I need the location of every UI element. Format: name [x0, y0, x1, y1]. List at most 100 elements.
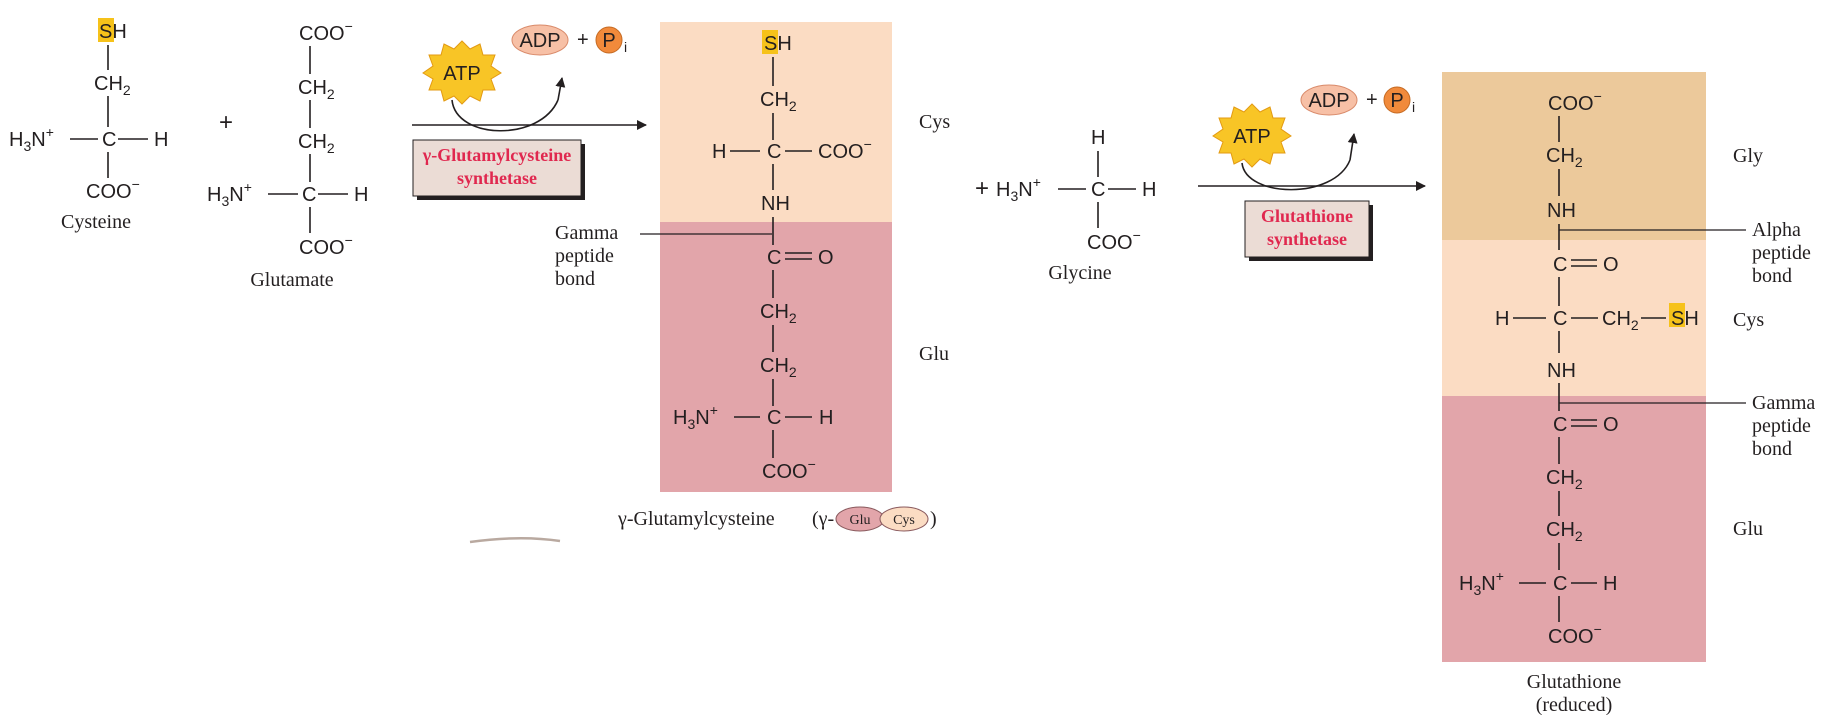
gamma-bond-label-line1: Gamma: [1752, 392, 1815, 414]
alpha-bond-label-line1: Alpha: [1752, 219, 1801, 241]
atom-nh: NH: [1547, 200, 1576, 222]
gamma-bond-label-line3: bond: [555, 268, 595, 290]
atom-ch2: CH: [94, 73, 123, 95]
atom-ch2: CH: [1546, 519, 1575, 541]
charge: +: [46, 124, 54, 140]
sulfur-highlight: [762, 30, 778, 54]
atom-c: C: [1553, 573, 1567, 595]
cysteine-label: Cysteine: [61, 211, 131, 233]
atom-h: H: [1603, 573, 1617, 595]
alpha-bond-label-line3: bond: [1752, 265, 1792, 287]
subscript: 3: [23, 138, 31, 154]
atom-coo: COO: [818, 141, 864, 163]
subscript: 3: [1473, 582, 1481, 598]
charge: +: [1033, 174, 1041, 190]
atom-ch2: CH: [298, 77, 327, 99]
smudge-mark: [469, 537, 561, 544]
atom-ch2: CH: [760, 301, 789, 323]
atom-c: C: [1553, 254, 1567, 276]
svg-text:CH2: CH2: [1602, 308, 1639, 333]
enzyme-box-1: [412, 139, 582, 197]
charge: −: [1133, 227, 1141, 243]
atom-o: O: [818, 247, 834, 269]
atom-h: H: [112, 21, 126, 43]
atom-h: H: [1142, 179, 1156, 201]
enzyme-2-name-line2: synthetase: [1267, 229, 1347, 249]
charge: −: [345, 232, 353, 248]
gamma-bond-label-line2: peptide: [1752, 415, 1811, 437]
atom-c: C: [102, 129, 116, 151]
region-label-cys: Cys: [919, 111, 950, 133]
atom-c: C: [767, 407, 781, 429]
svg-text:COO−: COO−: [86, 176, 140, 203]
plus-sign: +: [1366, 89, 1378, 111]
atp-label: ATP: [443, 63, 480, 85]
region-label-glu: Glu: [1733, 518, 1763, 540]
cysteine-molecule: SH CH2 H3N+ C H COO− Cysteine: [9, 18, 168, 233]
svg-text:CH2: CH2: [760, 301, 797, 326]
svg-text:CH2: CH2: [760, 89, 797, 114]
glycine-molecule: H H3N+ C H COO− Glycine: [996, 127, 1156, 284]
svg-text:CH2: CH2: [298, 77, 335, 102]
gamma-prefix: (γ-: [812, 508, 834, 530]
svg-text:H3N+: H3N+: [207, 179, 252, 209]
svg-text:COO−: COO−: [299, 18, 353, 45]
gamma-glutamylcysteine-molecule: SH CH2 H C COO− NH C O CH2 CH2 H3N+ C H …: [555, 22, 950, 532]
subscript: 2: [123, 82, 131, 98]
glutamate-molecule: COO− CH2 CH2 H3N+ C H COO− Glutamate: [207, 18, 368, 291]
pi-subscript: i: [624, 39, 627, 55]
gamma-bond-label-line2: peptide: [555, 245, 614, 267]
atom-coo: COO: [299, 23, 345, 45]
pi-label: P: [1390, 90, 1403, 112]
atom-h3n: H: [1459, 573, 1473, 595]
atp-burst: [422, 40, 502, 105]
atom-h: H: [819, 407, 833, 429]
subscript: 2: [789, 98, 797, 114]
atom-c: C: [1553, 414, 1567, 436]
subscript: 3: [221, 193, 229, 209]
atom-ch2: CH: [298, 131, 327, 153]
atom-s: S: [99, 21, 112, 43]
svg-text:COO−: COO−: [1548, 621, 1602, 648]
close-paren: ): [930, 508, 937, 530]
reaction-1: ATP ADP + P i γ-Glutamylcysteine synthet…: [412, 24, 647, 200]
cys-pill: [879, 506, 929, 532]
atom-nh: NH: [1547, 360, 1576, 382]
plus-sign: +: [577, 29, 589, 51]
subscript: 2: [327, 86, 335, 102]
subscript: 2: [1631, 317, 1639, 333]
sulfur-highlight: [1669, 303, 1685, 327]
glycine-label: Glycine: [1048, 262, 1111, 284]
reaction-2: ATP ADP + P i Glutathione synthetase: [1198, 84, 1426, 261]
glutathione-reduced-label: (reduced): [1536, 694, 1613, 715]
atom-ch2: CH: [1546, 145, 1575, 167]
atom-h: H: [1684, 308, 1698, 330]
atom-ch2: CH: [1602, 308, 1631, 330]
cys-pill-label: Cys: [893, 513, 915, 528]
adp-label: ADP: [1308, 90, 1349, 112]
charge: −: [864, 136, 872, 152]
atom-n: N: [1481, 573, 1495, 595]
svg-text:H3N+: H3N+: [1459, 568, 1504, 598]
atom-o: O: [1603, 414, 1619, 436]
atom-s: S: [1671, 308, 1684, 330]
enzyme-2-name-line1: Glutathione: [1261, 206, 1353, 226]
charge: +: [710, 402, 718, 418]
atom-c: C: [767, 141, 781, 163]
atom-h3n: H: [207, 184, 221, 206]
gamma-bond-label-line3: bond: [1752, 438, 1792, 460]
atom-coo: COO: [1087, 232, 1133, 254]
subscript: 3: [1010, 188, 1018, 204]
atom-ch2: CH: [760, 89, 789, 111]
svg-text:COO−: COO−: [1087, 227, 1141, 254]
svg-text:H3N+: H3N+: [673, 402, 718, 432]
svg-text:SH: SH: [1671, 308, 1699, 330]
subscript: 2: [1575, 528, 1583, 544]
atom-h3n: H: [9, 129, 23, 151]
svg-text:CH2: CH2: [1546, 519, 1583, 544]
svg-text:CH2: CH2: [298, 131, 335, 156]
adp-oval: [511, 24, 569, 56]
atom-h: H: [354, 184, 368, 206]
atom-s: S: [764, 33, 777, 55]
atom-h3n: H: [996, 179, 1010, 201]
